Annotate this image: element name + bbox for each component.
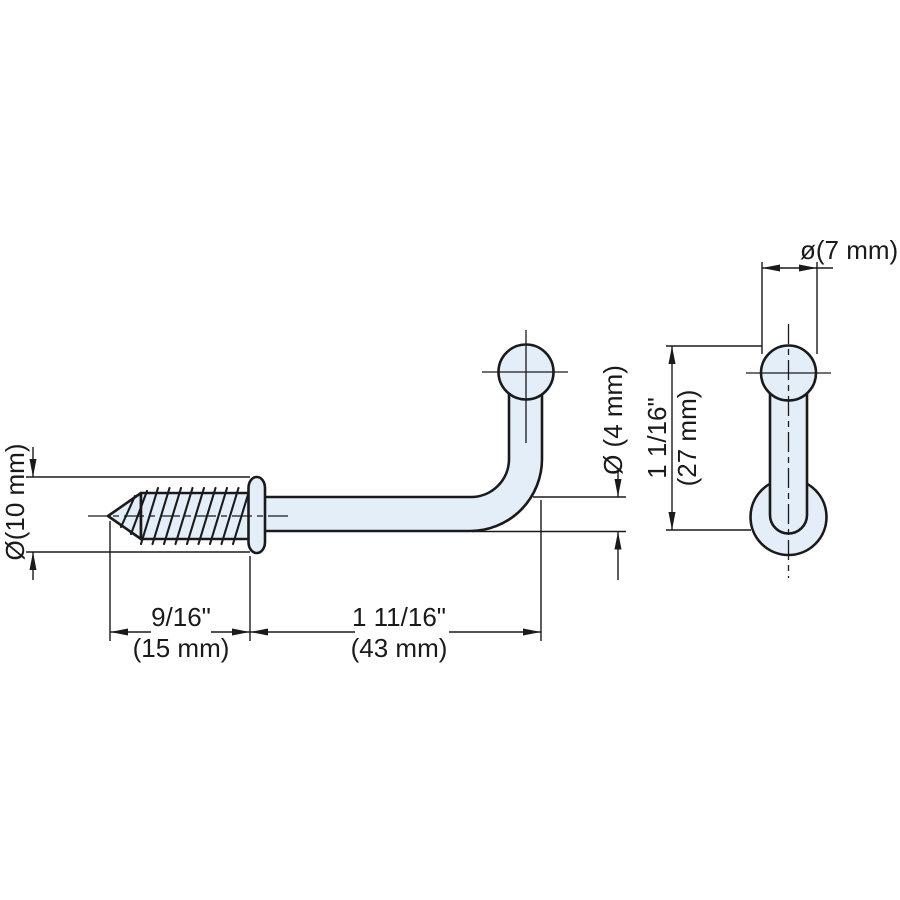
extension-lines: [26, 262, 818, 641]
label-rod-diameter: Ø (4 mm): [598, 365, 628, 475]
label-hook-length-inches: 1 11/16": [352, 602, 446, 632]
arrow-screw-right: [232, 628, 250, 636]
flange: [247, 475, 267, 555]
arrow-flange-bottom: [29, 552, 37, 570]
side-view: [106, 343, 555, 555]
arrow-flange-top: [29, 459, 37, 477]
label-screw-length-inches: 9/16": [151, 602, 211, 632]
arrow-rod-bottom: [614, 531, 622, 550]
arrow-hook-left: [250, 628, 268, 636]
arrow-hook-right: [523, 628, 541, 636]
label-height-inches: 1 1/16": [642, 397, 672, 479]
arrow-height-top: [668, 346, 676, 364]
label-hook-length-mm: (43 mm): [351, 633, 448, 663]
arrow-ball-right: [799, 264, 817, 272]
label-flange-diameter: Ø(10 mm): [0, 444, 30, 561]
arrow-height-bottom: [668, 512, 676, 530]
arrow-rod-top: [614, 479, 622, 497]
arrowheads: [29, 264, 817, 636]
arrow-ball-left: [762, 264, 780, 272]
hook-rod: [256, 388, 544, 533]
arrow-screw-left: [110, 628, 128, 636]
centerlines: [88, 324, 831, 578]
dimension-lines: [32, 267, 833, 633]
label-screw-length-mm: (15 mm): [133, 633, 230, 663]
label-height-mm: (27 mm): [672, 390, 702, 487]
label-ball-diameter: ø(7 mm): [800, 235, 898, 265]
dimension-labels: Ø(10 mm) Ø (4 mm) 1 1/16" (27 mm) ø(7 mm…: [0, 235, 898, 663]
